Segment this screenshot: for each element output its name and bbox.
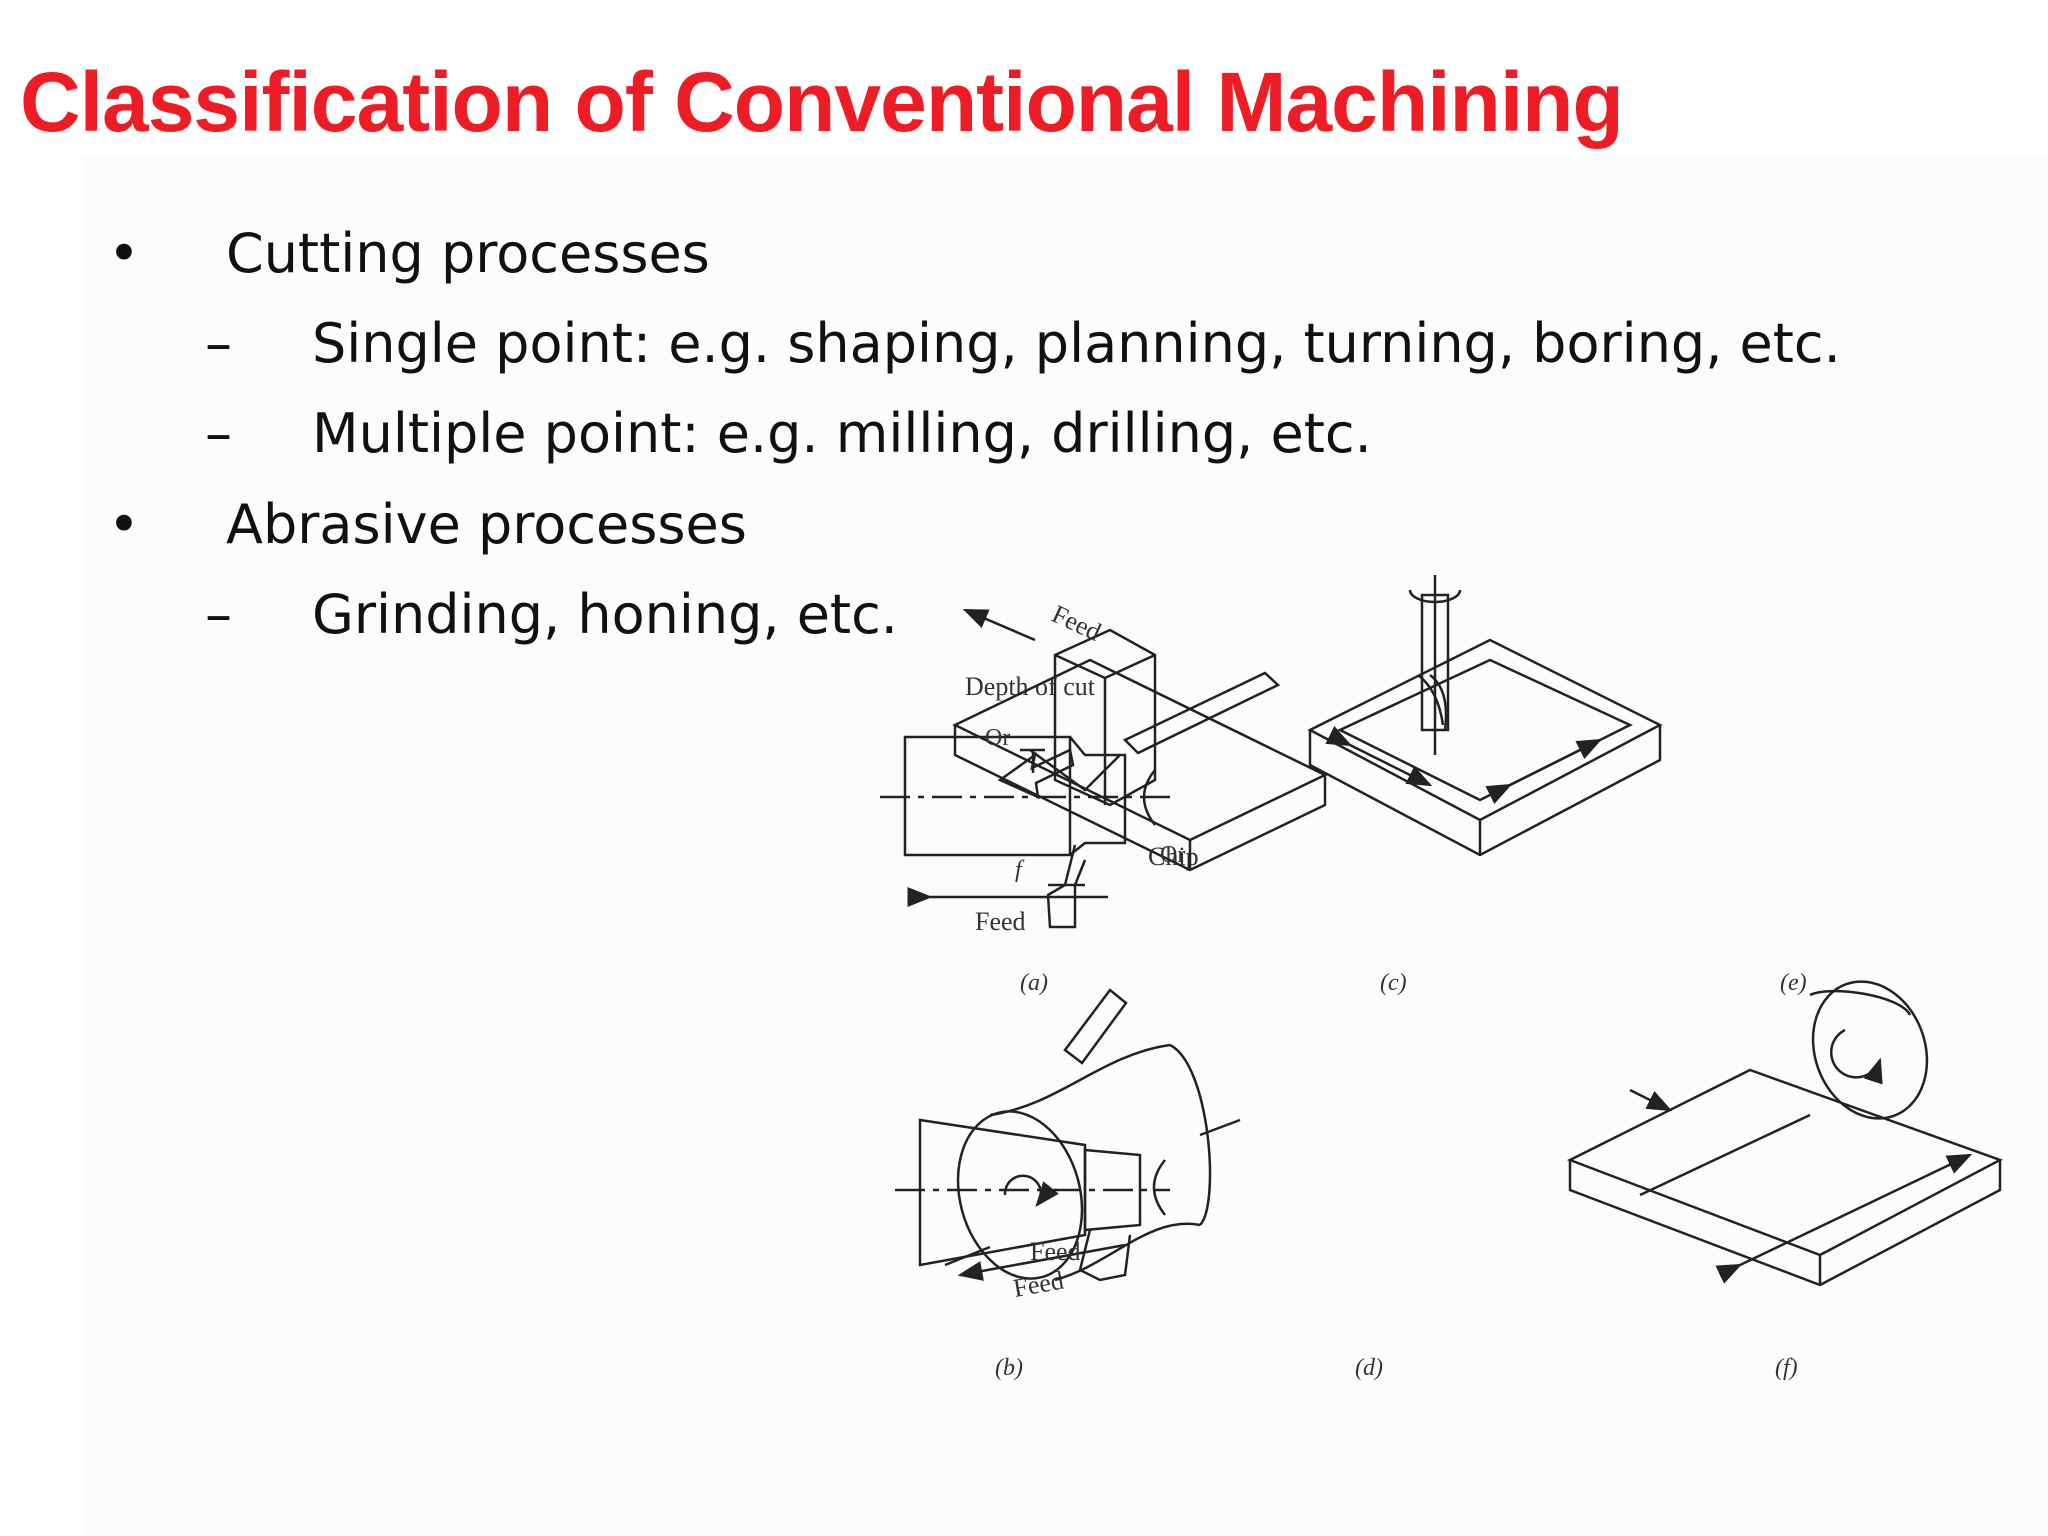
diagram-e-milling bbox=[1307, 565, 1663, 857]
caption-d: (d) bbox=[1355, 1355, 1383, 1381]
diagram-b-taper-turning bbox=[895, 1118, 1170, 1282]
caption-a: (a) bbox=[1020, 970, 1048, 996]
caption-b: (b) bbox=[995, 1355, 1023, 1381]
sub-bullet-marker: – bbox=[205, 312, 232, 375]
bullet-marker: • bbox=[108, 222, 140, 285]
label-feed-c: Feed bbox=[1047, 599, 1105, 647]
label-feed-b: Feed bbox=[1011, 1266, 1066, 1303]
label-or-c2: Or bbox=[1160, 842, 1185, 868]
machining-processes-figure: Depth of cut Chip f Feed (a) Feed (b) bbox=[870, 565, 2010, 1395]
bullet-cutting-processes: Cutting processes bbox=[226, 222, 710, 285]
diagram-c-shaping bbox=[952, 608, 1328, 872]
sub-bullet-grinding: Grinding, honing, etc. bbox=[312, 583, 898, 646]
label-depth-of-cut: Depth of cut bbox=[965, 672, 1096, 701]
label-or-c1: Or bbox=[985, 725, 1010, 751]
label-feed-a: Feed bbox=[975, 907, 1026, 936]
diagram-a-turning bbox=[880, 735, 1170, 929]
slide-background bbox=[82, 155, 2048, 1536]
diagram-f-grinding bbox=[1566, 980, 2004, 1287]
bullet-abrasive-processes: Abrasive processes bbox=[226, 493, 747, 556]
diagram-d-honing bbox=[944, 988, 1241, 1282]
slide-title: Classification of Conventional Machining bbox=[20, 55, 1624, 149]
label-feed-d: Feed bbox=[1030, 1237, 1081, 1266]
bullet-marker: • bbox=[108, 493, 140, 556]
sub-bullet-marker: – bbox=[205, 583, 232, 646]
sub-bullet-single-point: Single point: e.g. shaping, planning, tu… bbox=[312, 312, 1841, 375]
sub-bullet-multiple-point: Multiple point: e.g. milling, drilling, … bbox=[312, 402, 1372, 465]
caption-f: (f) bbox=[1775, 1355, 1798, 1381]
caption-e: (e) bbox=[1780, 970, 1807, 996]
caption-c: (c) bbox=[1380, 970, 1407, 996]
machining-diagram: Depth of cut Chip f Feed (a) Feed (b) bbox=[880, 565, 2004, 1381]
label-f-a: f bbox=[1015, 857, 1025, 883]
sub-bullet-marker: – bbox=[205, 402, 232, 465]
